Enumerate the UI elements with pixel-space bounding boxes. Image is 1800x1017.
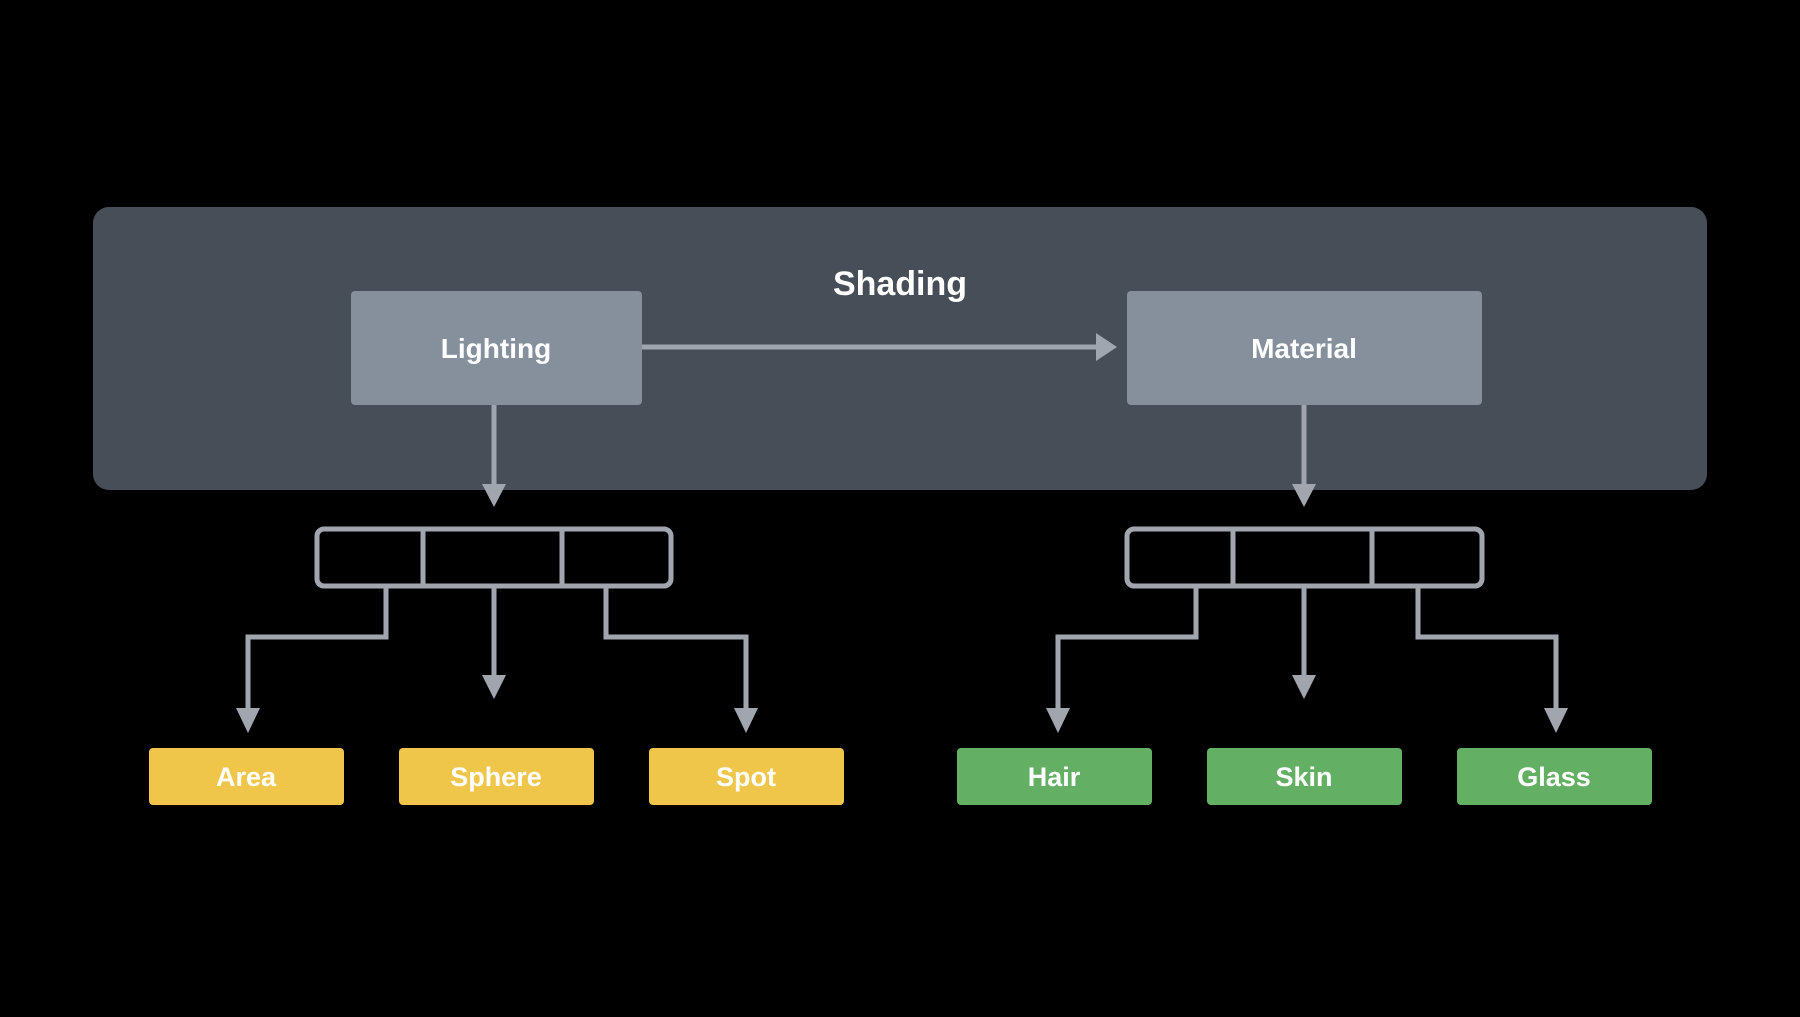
shading-title: Shading — [833, 265, 967, 303]
lighting-label: Lighting — [441, 333, 551, 364]
lighting-down-arrow — [482, 405, 506, 507]
material-branch-connectors — [1046, 586, 1568, 733]
light-type-area-label: Area — [216, 762, 277, 792]
material-type-glass: Glass — [1457, 748, 1652, 805]
light-type-spot-label: Spot — [716, 762, 776, 792]
lighting-type-array — [314, 526, 674, 589]
material-type-hair: Hair — [957, 748, 1152, 805]
light-type-sphere: Sphere — [399, 748, 594, 805]
material-type-array — [1124, 526, 1485, 589]
lighting-node: Lighting — [351, 291, 642, 405]
material-down-arrow — [1292, 405, 1316, 507]
material-type-hair-label: Hair — [1028, 762, 1081, 792]
material-type-skin: Skin — [1207, 748, 1402, 805]
light-type-spot: Spot — [649, 748, 844, 805]
material-label: Material — [1251, 333, 1357, 364]
material-type-skin-label: Skin — [1275, 762, 1332, 792]
material-node: Material — [1127, 291, 1482, 405]
light-type-area: Area — [149, 748, 344, 805]
lighting-to-material-arrow — [642, 333, 1117, 361]
lighting-branch-connectors — [236, 586, 758, 733]
material-type-glass-label: Glass — [1517, 762, 1591, 792]
light-type-sphere-label: Sphere — [450, 762, 542, 792]
